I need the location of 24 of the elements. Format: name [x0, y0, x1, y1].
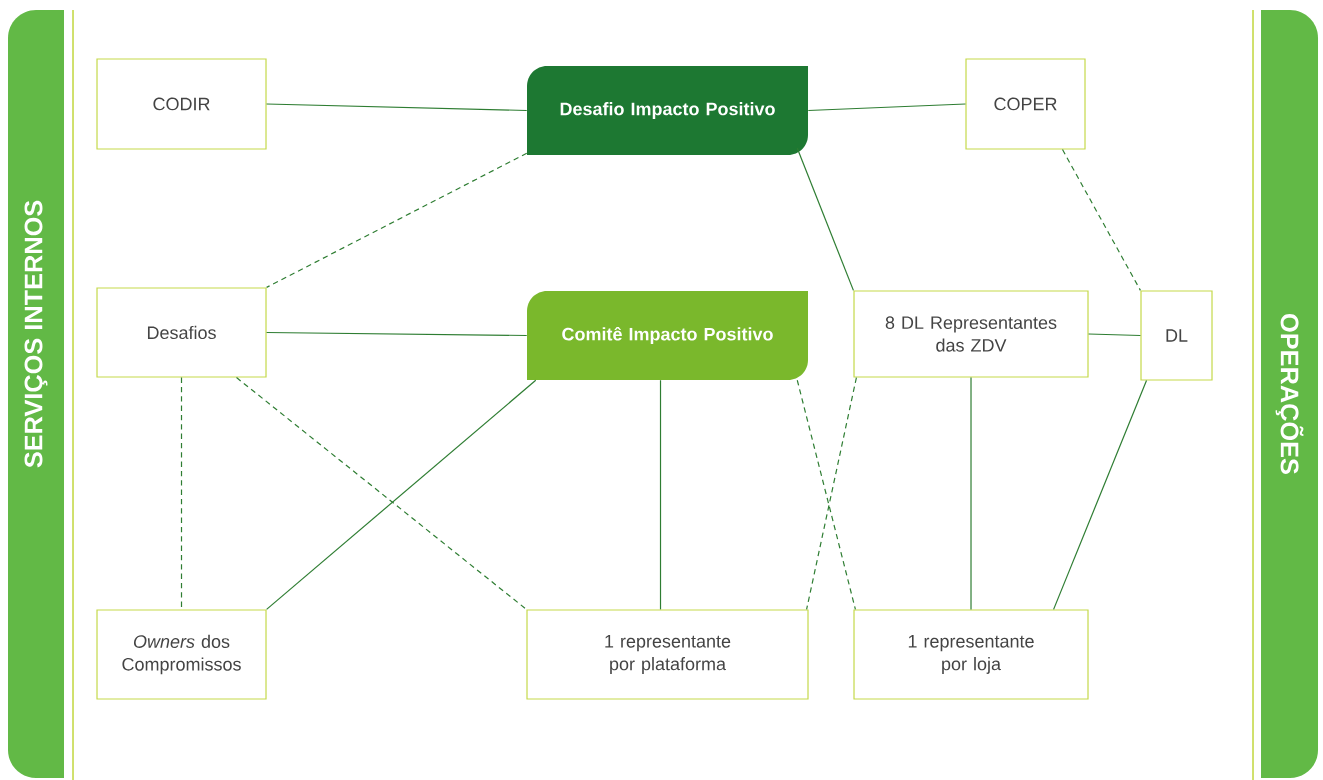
sidebar-band: SERVIÇOS INTERNOS [8, 10, 64, 778]
connector-line [796, 147, 854, 291]
connector-line [1053, 379, 1148, 610]
box: 1 representante por plataforma [526, 609, 809, 700]
box: Desafios [96, 287, 267, 378]
connector-line [1088, 333, 1141, 337]
box: CODIR [96, 58, 267, 150]
connector-line [266, 103, 528, 112]
connector-line [266, 152, 528, 288]
sidebar-band: OPERAÇÕES [1261, 10, 1318, 778]
connector-line [806, 376, 857, 610]
connector-line [659, 379, 662, 610]
connector-line [180, 376, 183, 610]
box: Owners dos Compromissos [96, 609, 267, 700]
box: DL [1140, 290, 1213, 381]
box: 8 DL Representantes das ZDV [853, 290, 1089, 378]
connector-line [807, 103, 966, 112]
rounded-box: Comitê Impacto Positivo [527, 291, 808, 380]
box: 1 representante por loja [853, 609, 1089, 700]
connector-line [266, 331, 528, 337]
box: COPER [965, 58, 1086, 150]
connector-line [970, 376, 972, 610]
connector-line [796, 379, 856, 610]
rounded-box: Desafio Impacto Positivo [527, 66, 808, 155]
